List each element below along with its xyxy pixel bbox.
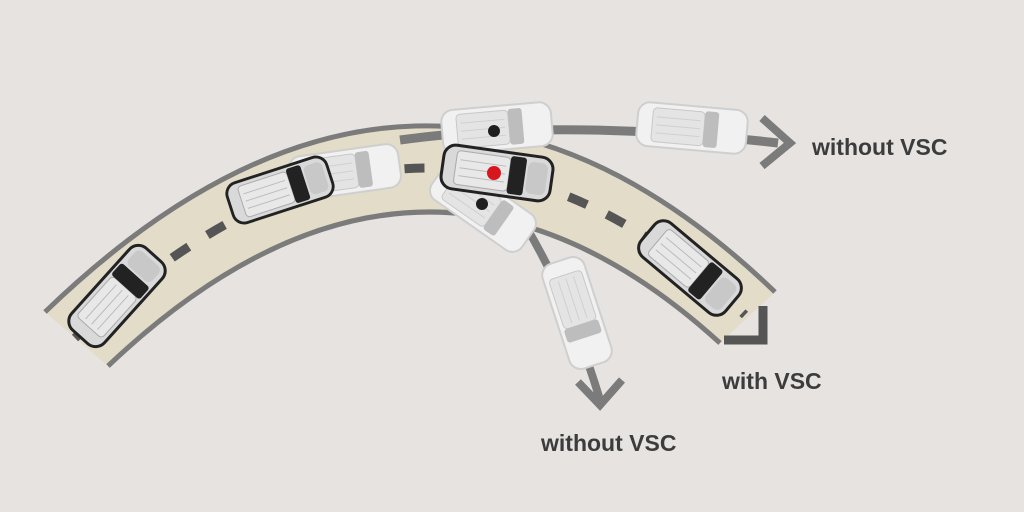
arrow-with-vsc-icon	[724, 306, 768, 345]
arrow-right-icon	[759, 115, 797, 170]
label-without-vsc-top: without VSC	[812, 134, 948, 160]
road-inner-edge	[106, 209, 722, 368]
label-without-vsc-bottom: without VSC	[541, 430, 677, 456]
car-oversteer-2	[538, 252, 616, 374]
car-understeer-2	[634, 100, 750, 156]
road-outer-edge	[43, 123, 777, 314]
marker-red	[487, 166, 501, 180]
arrow-down-icon	[575, 377, 626, 411]
marker-black-bottom	[476, 198, 488, 210]
road-surface	[45, 125, 775, 366]
marker-black-top	[488, 125, 500, 137]
label-with-vsc: with VSC	[722, 368, 822, 394]
